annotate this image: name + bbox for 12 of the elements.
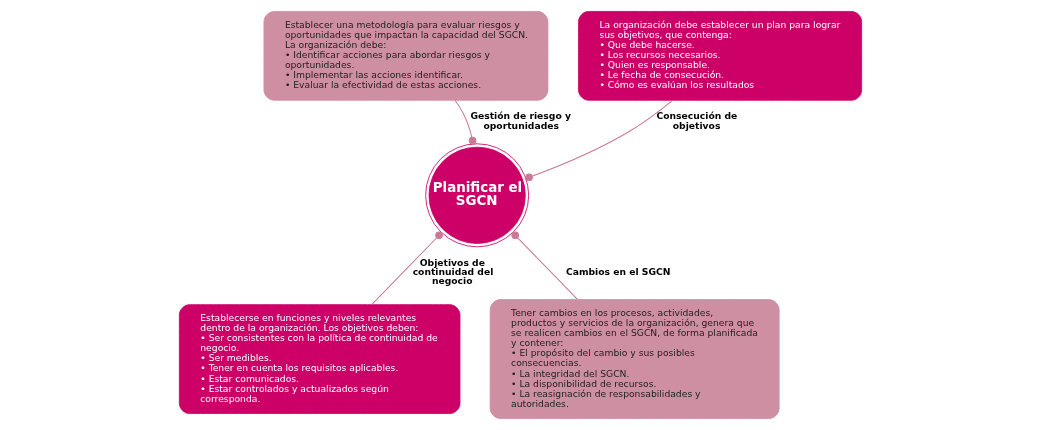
connector	[524, 99, 673, 182]
node-box: Establecerse en funciones y niveles relevantes dentro de la organización. Los objetivos deben: • Ser consistentes con la política de continuidad de negocio. • Ser medibles. • Tener en cuenta los requisitos aplicables. • Estar comunicados. • Estar controlados y actualizados según corresponda.	[178, 304, 460, 414]
edge-label: Objetivos de continuidad del negocio	[412, 256, 493, 287]
node-box: La organización debe establecer un plan para lograr sus objetivos, que contenga: • Que debe hacerse. • Los recursos necesarios. • Quien es responsable. • Le fecha de consecución. • Cómo es evalúan los resultados	[577, 11, 862, 101]
node-box: Establecer una metodología para evaluar riesgos y oportunidades que impactan la capacidad del SGCN. La organización debe: • Identificar acciones para abordar riesgos y oportunidades. • Implementar las acciones identificar. • Evaluar la efectividad de estas acciones.	[263, 11, 548, 101]
connector	[371, 231, 443, 305]
edge-label: Cambios en el SGCN	[565, 265, 670, 277]
connector	[453, 99, 476, 145]
edge-label: Consecución de objetivos	[655, 110, 737, 131]
connector	[510, 231, 578, 300]
edge-label: Gestión de riesgo y oportunidades	[469, 110, 571, 131]
node-box: Tener cambios en los procesos, actividades, productos y servicios de la organización, genera que se realicen cambios en el SGCN, de forma planificada y contener: • El propósito del cambio y sus posibles consecuencias. • La integridad del SGCN. • La disponibilidad de recursos. • La reasignación de responsabilidades y autoridades.	[489, 299, 780, 419]
